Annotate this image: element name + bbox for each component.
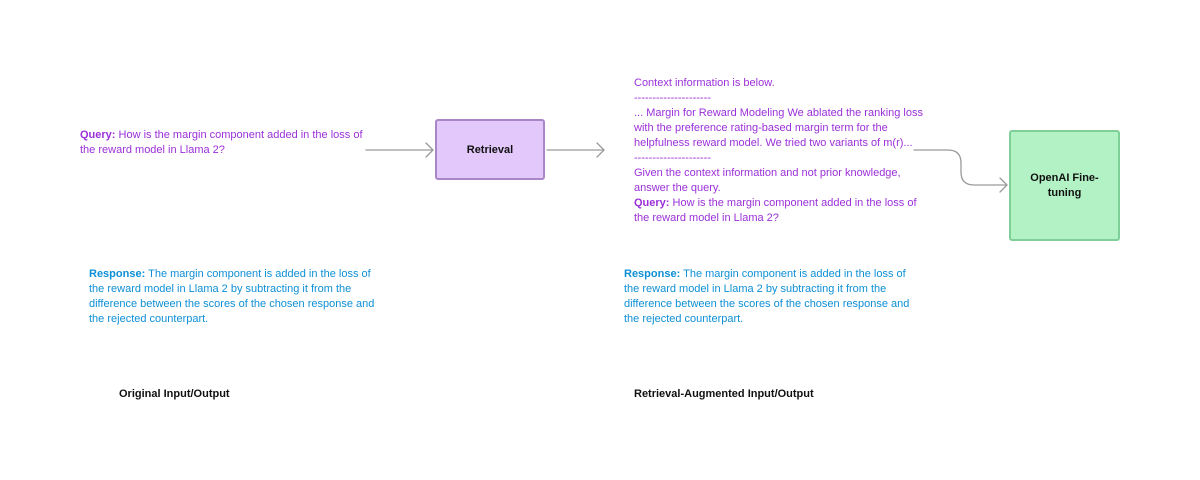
augmented-query-line: How is the margin component added in the… bbox=[669, 197, 917, 209]
original-caption: Original Input/Output bbox=[119, 388, 230, 400]
augmented-response-line: The margin component is added in the los… bbox=[680, 268, 906, 280]
augmented-query-line: the reward model in Llama 2? bbox=[634, 212, 779, 224]
original-query-label: Query: bbox=[80, 129, 116, 141]
original-query: Query: How is the margin component added… bbox=[80, 128, 363, 158]
augmented-query-label: Query: bbox=[634, 197, 670, 209]
arrow-context-to-finetuning bbox=[913, 149, 1008, 193]
context-line: helpfulness reward model. We tried two v… bbox=[634, 137, 913, 149]
augmented-response-line: difference between the scores of the cho… bbox=[624, 298, 910, 310]
finetune-label: OpenAI Fine-tuning bbox=[1030, 171, 1099, 199]
augmented-response-line: the rejected counterpart. bbox=[624, 313, 744, 325]
context-line: --------------------- bbox=[634, 92, 711, 104]
retrieval-box: Retrieval bbox=[435, 119, 545, 180]
original-response-label: Response: bbox=[89, 268, 146, 280]
context-line: --------------------- bbox=[634, 152, 711, 164]
original-response-line: difference between the scores of the cho… bbox=[89, 298, 375, 310]
retrieval-label: Retrieval bbox=[466, 143, 514, 156]
augmented-input: Context information is below. ----------… bbox=[634, 76, 923, 226]
augmented-response: Response: The margin component is added … bbox=[624, 267, 909, 327]
augmented-caption: Retrieval-Augmented Input/Output bbox=[634, 388, 814, 400]
original-response-line: the reward model in Llama 2 by subtracti… bbox=[89, 283, 352, 295]
context-line: ... Margin for Reward Modeling We ablate… bbox=[634, 107, 923, 119]
original-response-line: the rejected counterpart. bbox=[89, 313, 209, 325]
original-response: Response: The margin component is added … bbox=[89, 267, 374, 327]
augmented-response-line: the reward model in Llama 2 by subtracti… bbox=[624, 283, 887, 295]
augmented-response-label: Response: bbox=[624, 268, 681, 280]
arrow-query-to-retrieval bbox=[365, 142, 434, 158]
context-line: with the preference rating-based margin … bbox=[634, 122, 888, 134]
original-query-line: How is the margin component added in the… bbox=[115, 129, 363, 141]
original-query-line: the reward model in Llama 2? bbox=[80, 144, 225, 156]
arrow-retrieval-to-context bbox=[546, 142, 605, 158]
openai-finetuning-box: OpenAI Fine-tuning bbox=[1009, 130, 1120, 241]
original-response-line: The margin component is added in the los… bbox=[145, 268, 371, 280]
context-line: Context information is below. bbox=[634, 77, 775, 89]
context-line: Given the context information and not pr… bbox=[634, 167, 901, 179]
context-line: answer the query. bbox=[634, 182, 721, 194]
